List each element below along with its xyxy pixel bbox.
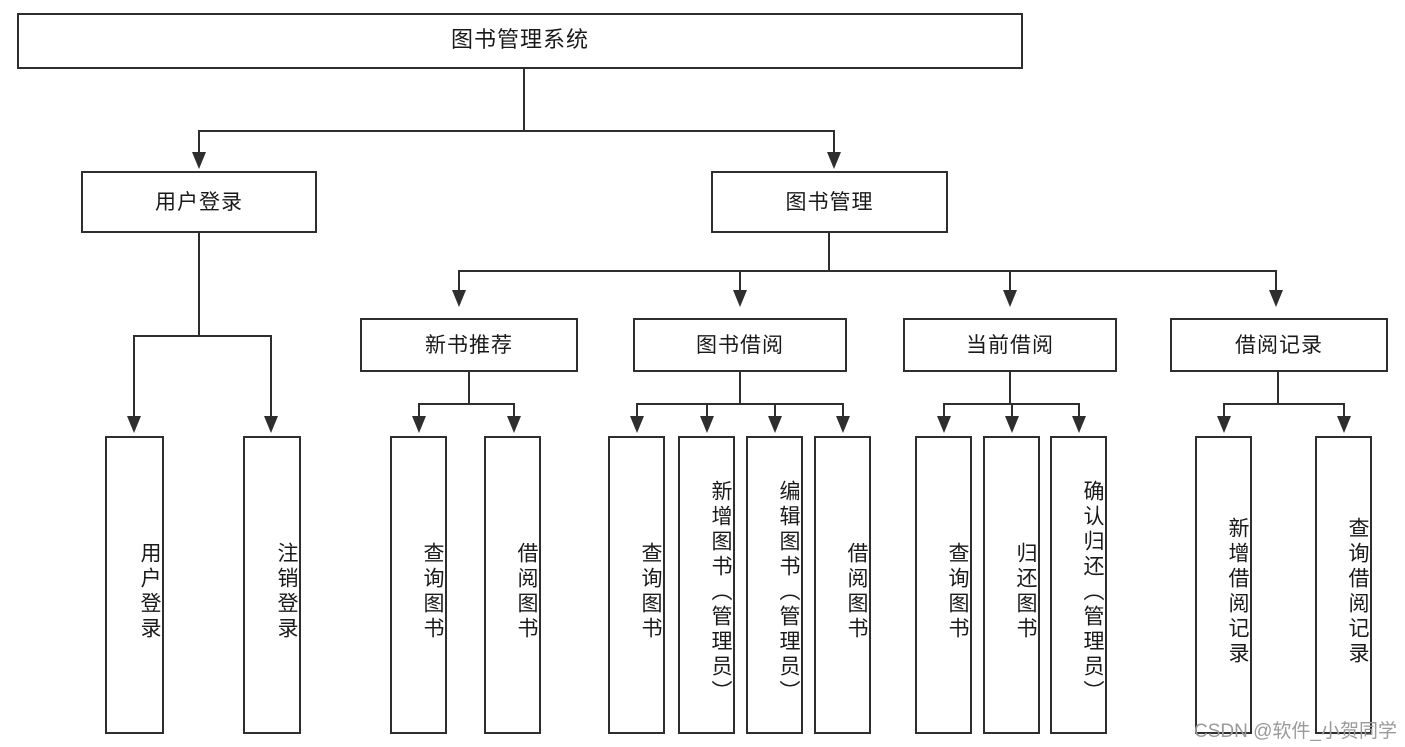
- connector-bm-drop-2: [739, 270, 741, 292]
- node-current-borrow[interactable]: 当前借阅: [903, 318, 1117, 372]
- arrowhead-br-query-record: [1337, 416, 1351, 433]
- leaf-return-book[interactable]: 归还图书: [983, 436, 1040, 734]
- arrowhead-book-manage: [827, 152, 841, 169]
- arrowhead-br-add-record: [1217, 416, 1231, 433]
- connector-bb-drop-2: [706, 403, 708, 418]
- connector-root-trunk: [523, 69, 525, 131]
- connector-cb-drop-2: [1011, 403, 1013, 418]
- connector-user-login-drop-1: [133, 335, 135, 418]
- leaf-borrow-book-2[interactable]: 借阅图书: [814, 436, 871, 734]
- connector-user-login-drop-2: [270, 335, 272, 418]
- connector-nbr-trunk: [468, 372, 470, 405]
- connector-bm-drop-3: [1009, 270, 1011, 292]
- leaf-add-book-label: 新增图书（管理员）: [709, 479, 733, 705]
- arrowhead-cb-confirm-return: [1072, 416, 1086, 433]
- node-root-label: 图书管理系统: [450, 28, 589, 54]
- leaf-logout[interactable]: 注销登录: [243, 436, 301, 734]
- arrowhead-cb-query-book: [937, 416, 951, 433]
- arrowhead-bb-borrow-book: [836, 416, 850, 433]
- leaf-query-record-label: 查询借阅记录: [1346, 517, 1370, 667]
- connector-cb-drop-3: [1078, 403, 1080, 418]
- leaf-return-book-label: 归还图书: [1014, 542, 1038, 642]
- node-user-login-label: 用户登录: [155, 189, 243, 214]
- connector-bb-bar: [636, 403, 844, 405]
- connector-cb-trunk: [1009, 372, 1011, 405]
- arrowhead-user-login: [192, 152, 206, 169]
- arrowhead-bb-query-book: [630, 416, 644, 433]
- leaf-edit-book-label: 编辑图书（管理员）: [777, 479, 801, 705]
- connector-root-to-user-login: [198, 130, 200, 154]
- connector-bb-drop-4: [842, 403, 844, 418]
- leaf-confirm-return[interactable]: 确认归还（管理员）: [1050, 436, 1107, 734]
- connector-bb-trunk: [739, 372, 741, 405]
- leaf-add-record-label: 新增借阅记录: [1226, 517, 1250, 667]
- connector-root-bar: [198, 130, 835, 132]
- arrowhead-nbr-query-book: [412, 416, 426, 433]
- node-book-manage-label: 图书管理: [785, 189, 874, 214]
- connector-user-login-bar: [133, 335, 272, 337]
- connector-nbr-drop-1: [418, 403, 420, 418]
- leaf-confirm-return-label: 确认归还（管理员）: [1081, 479, 1105, 705]
- leaf-query-record[interactable]: 查询借阅记录: [1315, 436, 1372, 734]
- node-book-manage[interactable]: 图书管理: [711, 171, 948, 233]
- node-book-borrow[interactable]: 图书借阅: [633, 318, 847, 372]
- leaf-borrow-book-1-label: 借阅图书: [515, 542, 539, 642]
- node-current-borrow-label: 当前借阅: [966, 332, 1054, 357]
- node-user-login[interactable]: 用户登录: [81, 171, 317, 233]
- connector-book-manage-bar: [458, 270, 1276, 272]
- csdn-watermark: CSDN @软件_小贺同学: [1194, 721, 1397, 742]
- arrowhead-borrow-record: [1269, 290, 1283, 307]
- connector-bb-drop-3: [774, 403, 776, 418]
- leaf-edit-book[interactable]: 编辑图书（管理员）: [746, 436, 803, 734]
- leaf-add-book[interactable]: 新增图书（管理员）: [678, 436, 735, 734]
- node-borrow-record[interactable]: 借阅记录: [1170, 318, 1388, 372]
- connector-br-drop-1: [1223, 403, 1225, 418]
- node-borrow-record-label: 借阅记录: [1235, 332, 1323, 357]
- connector-bm-drop-1: [458, 270, 460, 292]
- arrowhead-current-borrow: [1003, 290, 1017, 307]
- connector-nbr-bar: [418, 403, 515, 405]
- connector-br-drop-2: [1343, 403, 1345, 418]
- arrowhead-cb-return-book: [1005, 416, 1019, 433]
- connector-nbr-drop-2: [513, 403, 515, 418]
- arrowhead-leaf-user-login: [127, 416, 141, 433]
- leaf-query-book-2-label: 查询图书: [639, 542, 663, 642]
- arrowhead-bb-add-book: [700, 416, 714, 433]
- arrowhead-bb-edit-book: [768, 416, 782, 433]
- leaf-query-book-2[interactable]: 查询图书: [608, 436, 665, 734]
- leaf-query-book-1-label: 查询图书: [421, 542, 445, 642]
- arrowhead-book-borrow: [733, 290, 747, 307]
- arrowhead-leaf-logout: [264, 416, 278, 433]
- arrowhead-new-book-recommend: [452, 290, 466, 307]
- leaf-query-book-3[interactable]: 查询图书: [915, 436, 972, 734]
- node-book-borrow-label: 图书借阅: [696, 332, 784, 357]
- connector-cb-drop-1: [943, 403, 945, 418]
- leaf-query-book-1[interactable]: 查询图书: [390, 436, 447, 734]
- node-new-book-recommend-label: 新书推荐: [425, 332, 513, 357]
- leaf-query-book-3-label: 查询图书: [946, 542, 970, 642]
- connector-br-bar: [1223, 403, 1345, 405]
- connector-root-to-book-manage: [833, 130, 835, 154]
- connector-user-login-trunk: [198, 233, 200, 336]
- leaf-add-record[interactable]: 新增借阅记录: [1195, 436, 1252, 734]
- node-new-book-recommend[interactable]: 新书推荐: [360, 318, 578, 372]
- leaf-logout-label: 注销登录: [275, 542, 299, 642]
- leaf-user-login[interactable]: 用户登录: [105, 436, 164, 734]
- connector-bb-drop-1: [636, 403, 638, 418]
- connector-br-trunk: [1277, 372, 1279, 405]
- leaf-user-login-label: 用户登录: [138, 542, 162, 642]
- leaf-borrow-book-1[interactable]: 借阅图书: [484, 436, 541, 734]
- leaf-borrow-book-2-label: 借阅图书: [845, 542, 869, 642]
- connector-bm-drop-4: [1275, 270, 1277, 292]
- node-root[interactable]: 图书管理系统: [17, 13, 1023, 69]
- connector-book-manage-trunk: [828, 233, 830, 272]
- arrowhead-nbr-borrow-book: [507, 416, 521, 433]
